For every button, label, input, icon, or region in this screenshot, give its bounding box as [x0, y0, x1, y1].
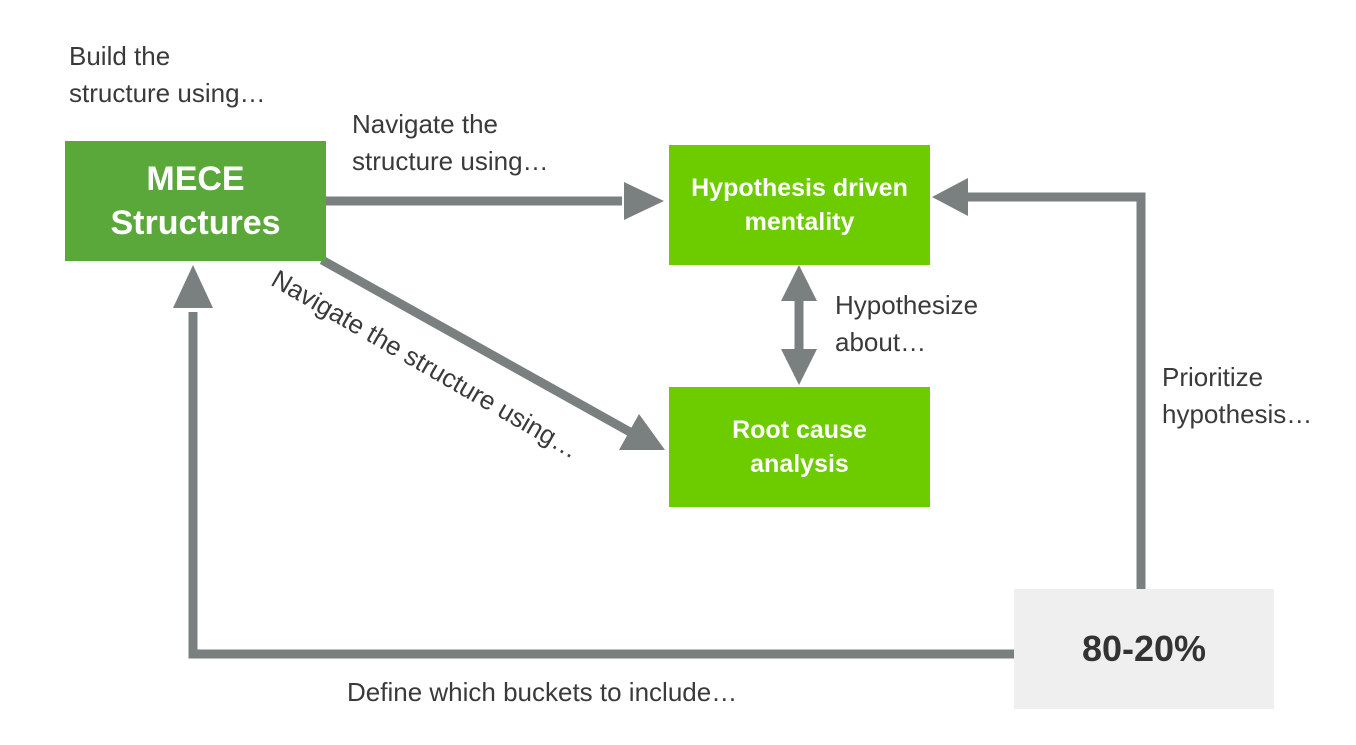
hypothesis-driven-label: Hypothesis driven mentality [691, 174, 908, 236]
hypothesize-label: Hypothesize about… [835, 290, 979, 357]
arrowhead-to-hypothesis-left [624, 182, 664, 220]
navigate-top-label: Navigate the structure using… [352, 109, 549, 176]
arrowhead-down-to-root-cause [781, 349, 817, 385]
arrowhead-to-hypothesis-right [932, 178, 968, 216]
arrowhead-to-mece [173, 265, 213, 308]
pareto-label: 80-20% [1081, 628, 1207, 669]
arrow-mece-to-root-cause [319, 256, 633, 436]
build-structure-label: Build the structure using… [69, 41, 266, 108]
root-cause-label: Root cause analysis [732, 416, 867, 478]
arrow-pareto-to-hypothesis [965, 192, 1146, 589]
arrowhead-up-to-hypothesis [781, 265, 817, 301]
mece-structures-box: MECE Structures [65, 141, 326, 261]
prioritize-label: Prioritize hypothesis… [1162, 362, 1313, 429]
hypothesis-driven-box: Hypothesis driven mentality [669, 145, 930, 265]
arrow-pareto-to-mece [188, 312, 1014, 659]
define-buckets-label: Define which buckets to include… [347, 677, 738, 707]
pareto-box: 80-20% [1014, 589, 1274, 709]
arrowhead-to-root-cause [619, 414, 665, 450]
mece-structures-label: MECE Structures [110, 160, 281, 242]
root-cause-box: Root cause analysis [669, 387, 930, 507]
